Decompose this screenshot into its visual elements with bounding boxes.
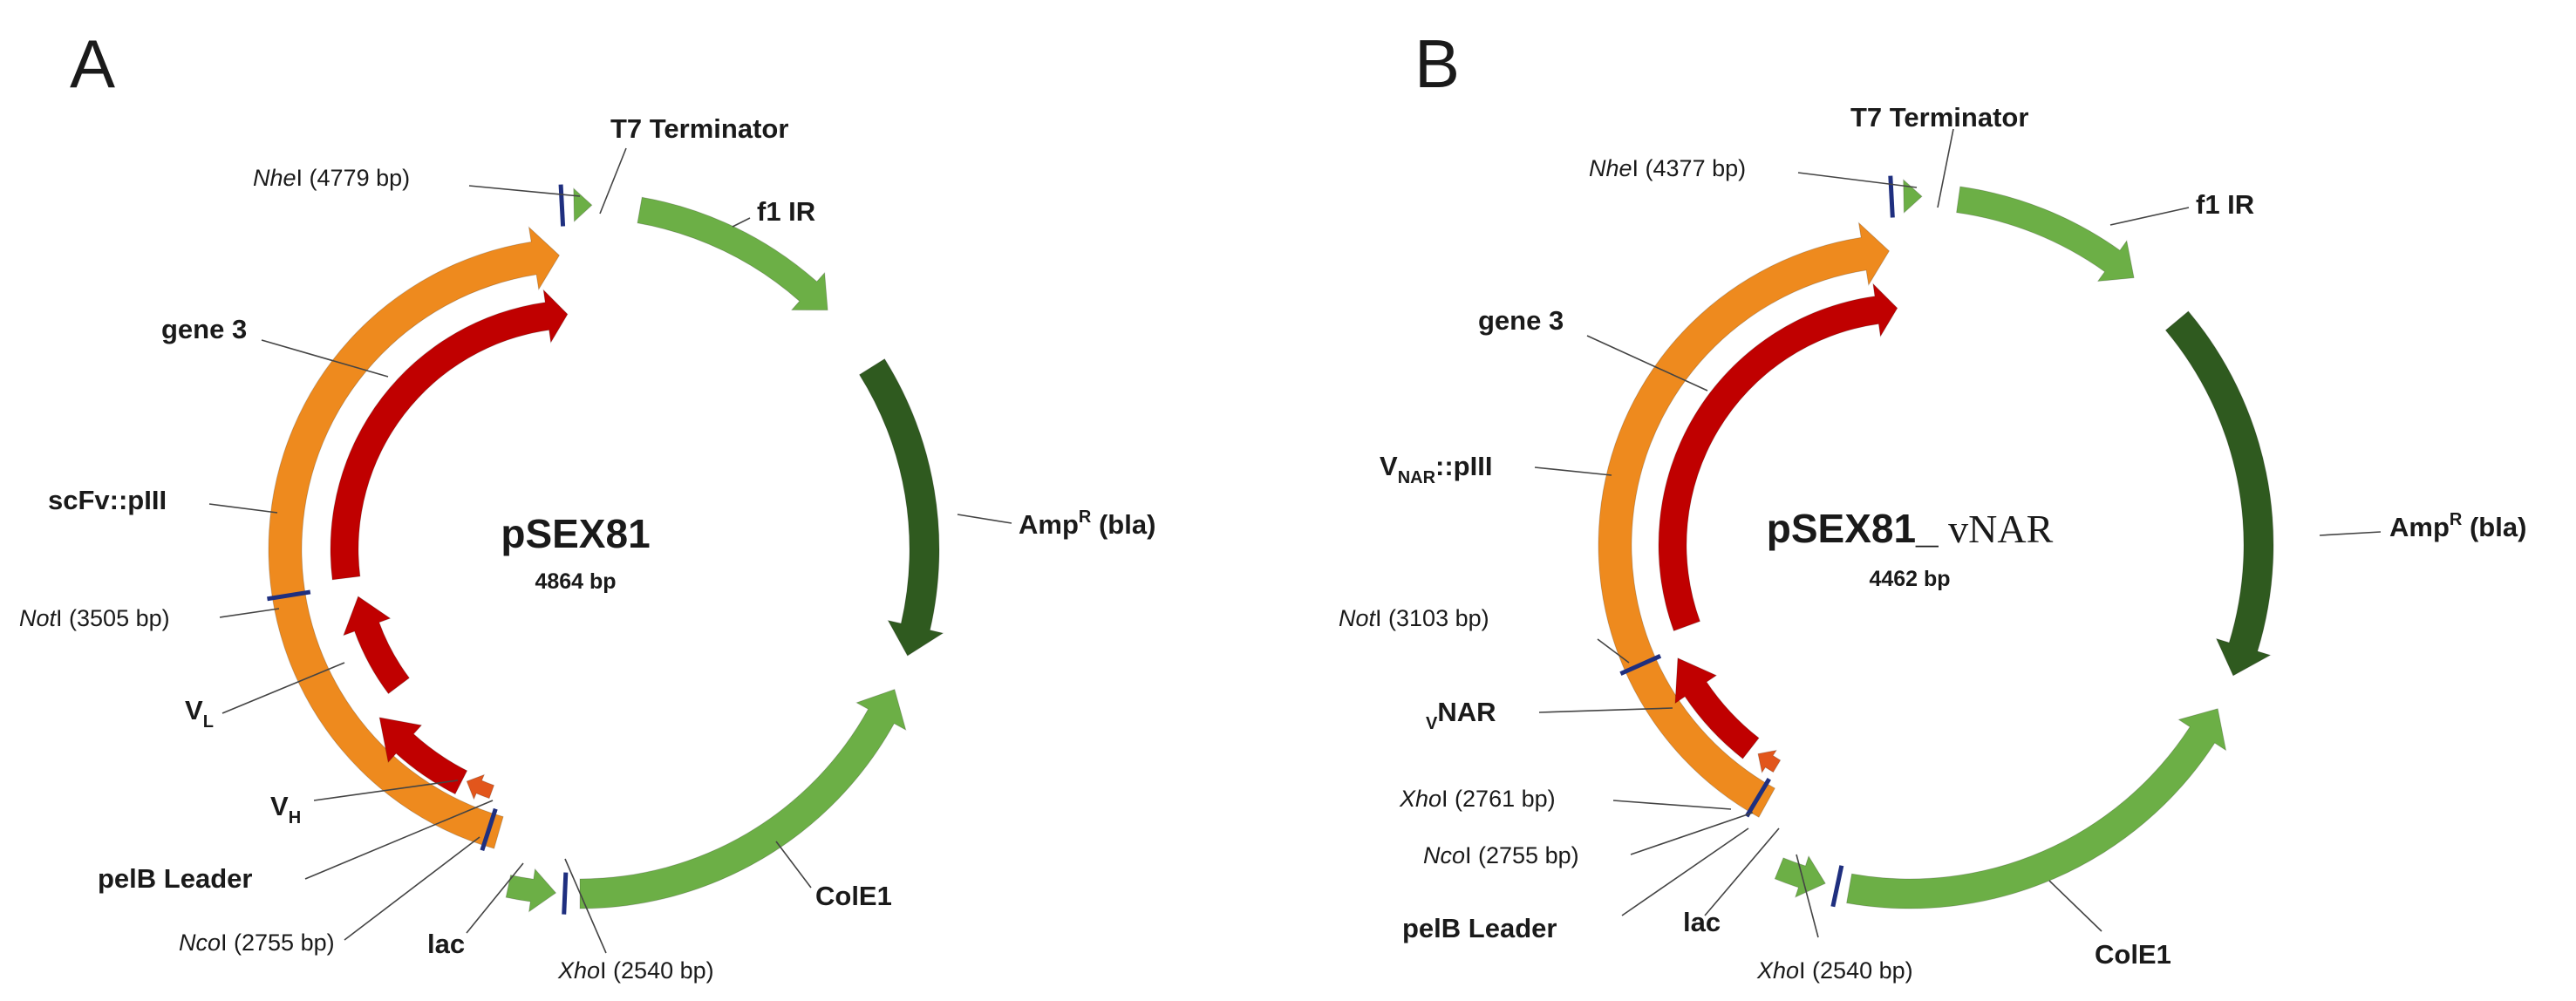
panel-b-amp-label: AmpR (bla) — [2389, 510, 2526, 542]
panel-a-lac-label: lac — [427, 929, 465, 959]
panel-b-t7-leader — [1937, 128, 1954, 208]
panel-a: A pSEX81 4864 bp T7 Terminator NheI (477… — [19, 25, 1155, 984]
panel-a-nhei-leader — [468, 185, 581, 197]
panel-b-cole1-leader — [2048, 880, 2102, 932]
panel-a-pelb-arrow — [466, 773, 495, 800]
panel-a-f1-ir-arrow — [637, 196, 828, 311]
panel-a-xhoi-site — [562, 872, 569, 915]
panel-b-ncoi-leader — [1630, 812, 1754, 855]
panel-a-gene3-arrow — [330, 289, 569, 581]
panel-a-plasmid-name: pSEX81 — [501, 511, 650, 556]
panel-a-t7-arrow — [573, 187, 593, 223]
panel-a-gene3-label: gene 3 — [161, 314, 247, 344]
panel-a-lac-leader — [466, 862, 524, 934]
panel-a-vl-arrow — [343, 596, 411, 695]
panel-b-cole1-arrow — [1846, 708, 2227, 909]
panel-b-nhei-label: NheI (4377 bp) — [1589, 155, 1746, 181]
panel-a-xhoi-label: XhoI (2540 bp) — [557, 957, 714, 984]
panel-b-f1-label: f1 IR — [2196, 189, 2254, 220]
panel-b-gene3-label: gene 3 — [1478, 305, 1564, 336]
panel-a-cole1-leader — [775, 841, 812, 889]
panel-a-vl-label: VL — [185, 695, 214, 732]
panel-a-t7-leader — [599, 147, 627, 214]
panel-b-xhoi2-leader — [1612, 800, 1732, 810]
panel-b-amp-leader — [2319, 531, 2382, 536]
panel-b-lac-arrow — [1774, 855, 1826, 898]
panel-a-vh-arrow — [378, 717, 468, 795]
panel-a-nhei-site — [558, 184, 566, 227]
panel-a-amp-label: AmpR (bla) — [1019, 507, 1155, 540]
panel-b-plasmid-size: 4462 bp — [1869, 567, 1950, 591]
panel-a-amp-leader — [957, 514, 1012, 524]
panel-a-ncoi-leader — [344, 836, 480, 941]
panel-a-noti-leader — [219, 608, 280, 618]
panel-a-noti-site — [267, 589, 311, 602]
panel-b-plasmid-name: pSEX81_ vNAR — [1767, 506, 2054, 551]
panel-b-xhoi2-site — [1744, 778, 1771, 818]
panel-a-scfv-piii-arrow — [268, 226, 561, 849]
panel-a-vl-leader — [221, 662, 345, 714]
panel-a-noti-label: NotI (3505 bp) — [19, 605, 170, 631]
panel-a-pelb-leader — [304, 800, 494, 880]
panel-a-plasmid-size: 4864 bp — [535, 569, 616, 594]
panel-b-lac-leader — [1704, 827, 1780, 916]
panel-b-cole1-label: ColE1 — [2095, 939, 2171, 970]
panel-b-pelb-label: pelB Leader — [1402, 913, 1557, 943]
panel-b-ampr-arrow — [2164, 310, 2274, 677]
panel-a-vh-label: VH — [270, 791, 301, 827]
panel-a-cole1-arrow — [579, 689, 907, 909]
panel-b-gene3-arrow — [1658, 283, 1898, 632]
panel-a-lac-arrow — [505, 868, 557, 913]
panel-a-ampr-arrow — [858, 358, 944, 657]
panel-b-f1-leader — [2109, 207, 2190, 226]
panel-b-vnar-arrow — [1674, 657, 1760, 759]
panel-b-nhei-leader — [1797, 172, 1918, 188]
panel-a-fusion-label: scFv::pIII — [48, 485, 167, 515]
panel-b-fusion-label: VNAR::pIII — [1380, 451, 1492, 487]
panel-a-fusion-leader — [208, 503, 278, 514]
panel-b-noti-site — [1619, 654, 1662, 676]
panel-b-vnar-label: VNAR — [1426, 697, 1496, 733]
panel-b-vnar-piii-arrow — [1598, 221, 1891, 818]
panel-a-cole1-label: ColE1 — [815, 881, 892, 911]
panel-b-pelb-leader — [1621, 827, 1749, 916]
panel-b-gene3-leader — [1586, 335, 1708, 392]
panel-a-vh-leader — [313, 780, 459, 801]
panel-a-ncoi-label: NcoI (2755 bp) — [179, 930, 335, 956]
panel-b-lac-label: lac — [1683, 907, 1721, 937]
panel-b-noti-label: NotI (3103 bp) — [1339, 605, 1489, 631]
panel-a-pelb-label: pelB Leader — [98, 863, 252, 894]
panel-b-t7-arrow — [1903, 178, 1923, 214]
panel-b-letter: B — [1414, 25, 1460, 102]
panel-b-noti-leader — [1597, 638, 1630, 664]
panel-b-xhoi-site — [1830, 865, 1844, 908]
panel-a-gene3-leader — [261, 339, 389, 378]
panel-a-t7-label: T7 Terminator — [610, 113, 788, 144]
panel-b-xhoi-leader — [1796, 854, 1819, 938]
panel-a-xhoi-leader — [564, 858, 607, 954]
panel-b-ncoi-label: NcoI (2755 bp) — [1423, 842, 1579, 868]
panel-b: B pSEX81_ vNAR 4462 bp T7 Terminator Nhe… — [1339, 25, 2526, 984]
panel-a-f1-label: f1 IR — [757, 196, 815, 227]
panel-b-fusion-leader — [1534, 466, 1612, 476]
panel-b-xhoi2-label: XhoI (2761 bp) — [1399, 786, 1556, 812]
panel-a-ncoi-site — [480, 807, 498, 852]
panel-a-nhei-label: NheI (4779 bp) — [253, 165, 410, 191]
panel-b-nhei-site — [1888, 175, 1895, 218]
panel-b-xhoi-label: XhoI (2540 bp) — [1756, 957, 1913, 984]
panel-b-vnar-leader — [1538, 707, 1673, 713]
panel-b-f1-ir-arrow — [1956, 186, 2135, 283]
panel-a-f1-leader — [732, 217, 751, 228]
panel-a-letter: A — [70, 25, 115, 102]
panel-b-t7-label: T7 Terminator — [1850, 102, 2028, 133]
panel-b-pelb-arrow — [1757, 749, 1782, 774]
